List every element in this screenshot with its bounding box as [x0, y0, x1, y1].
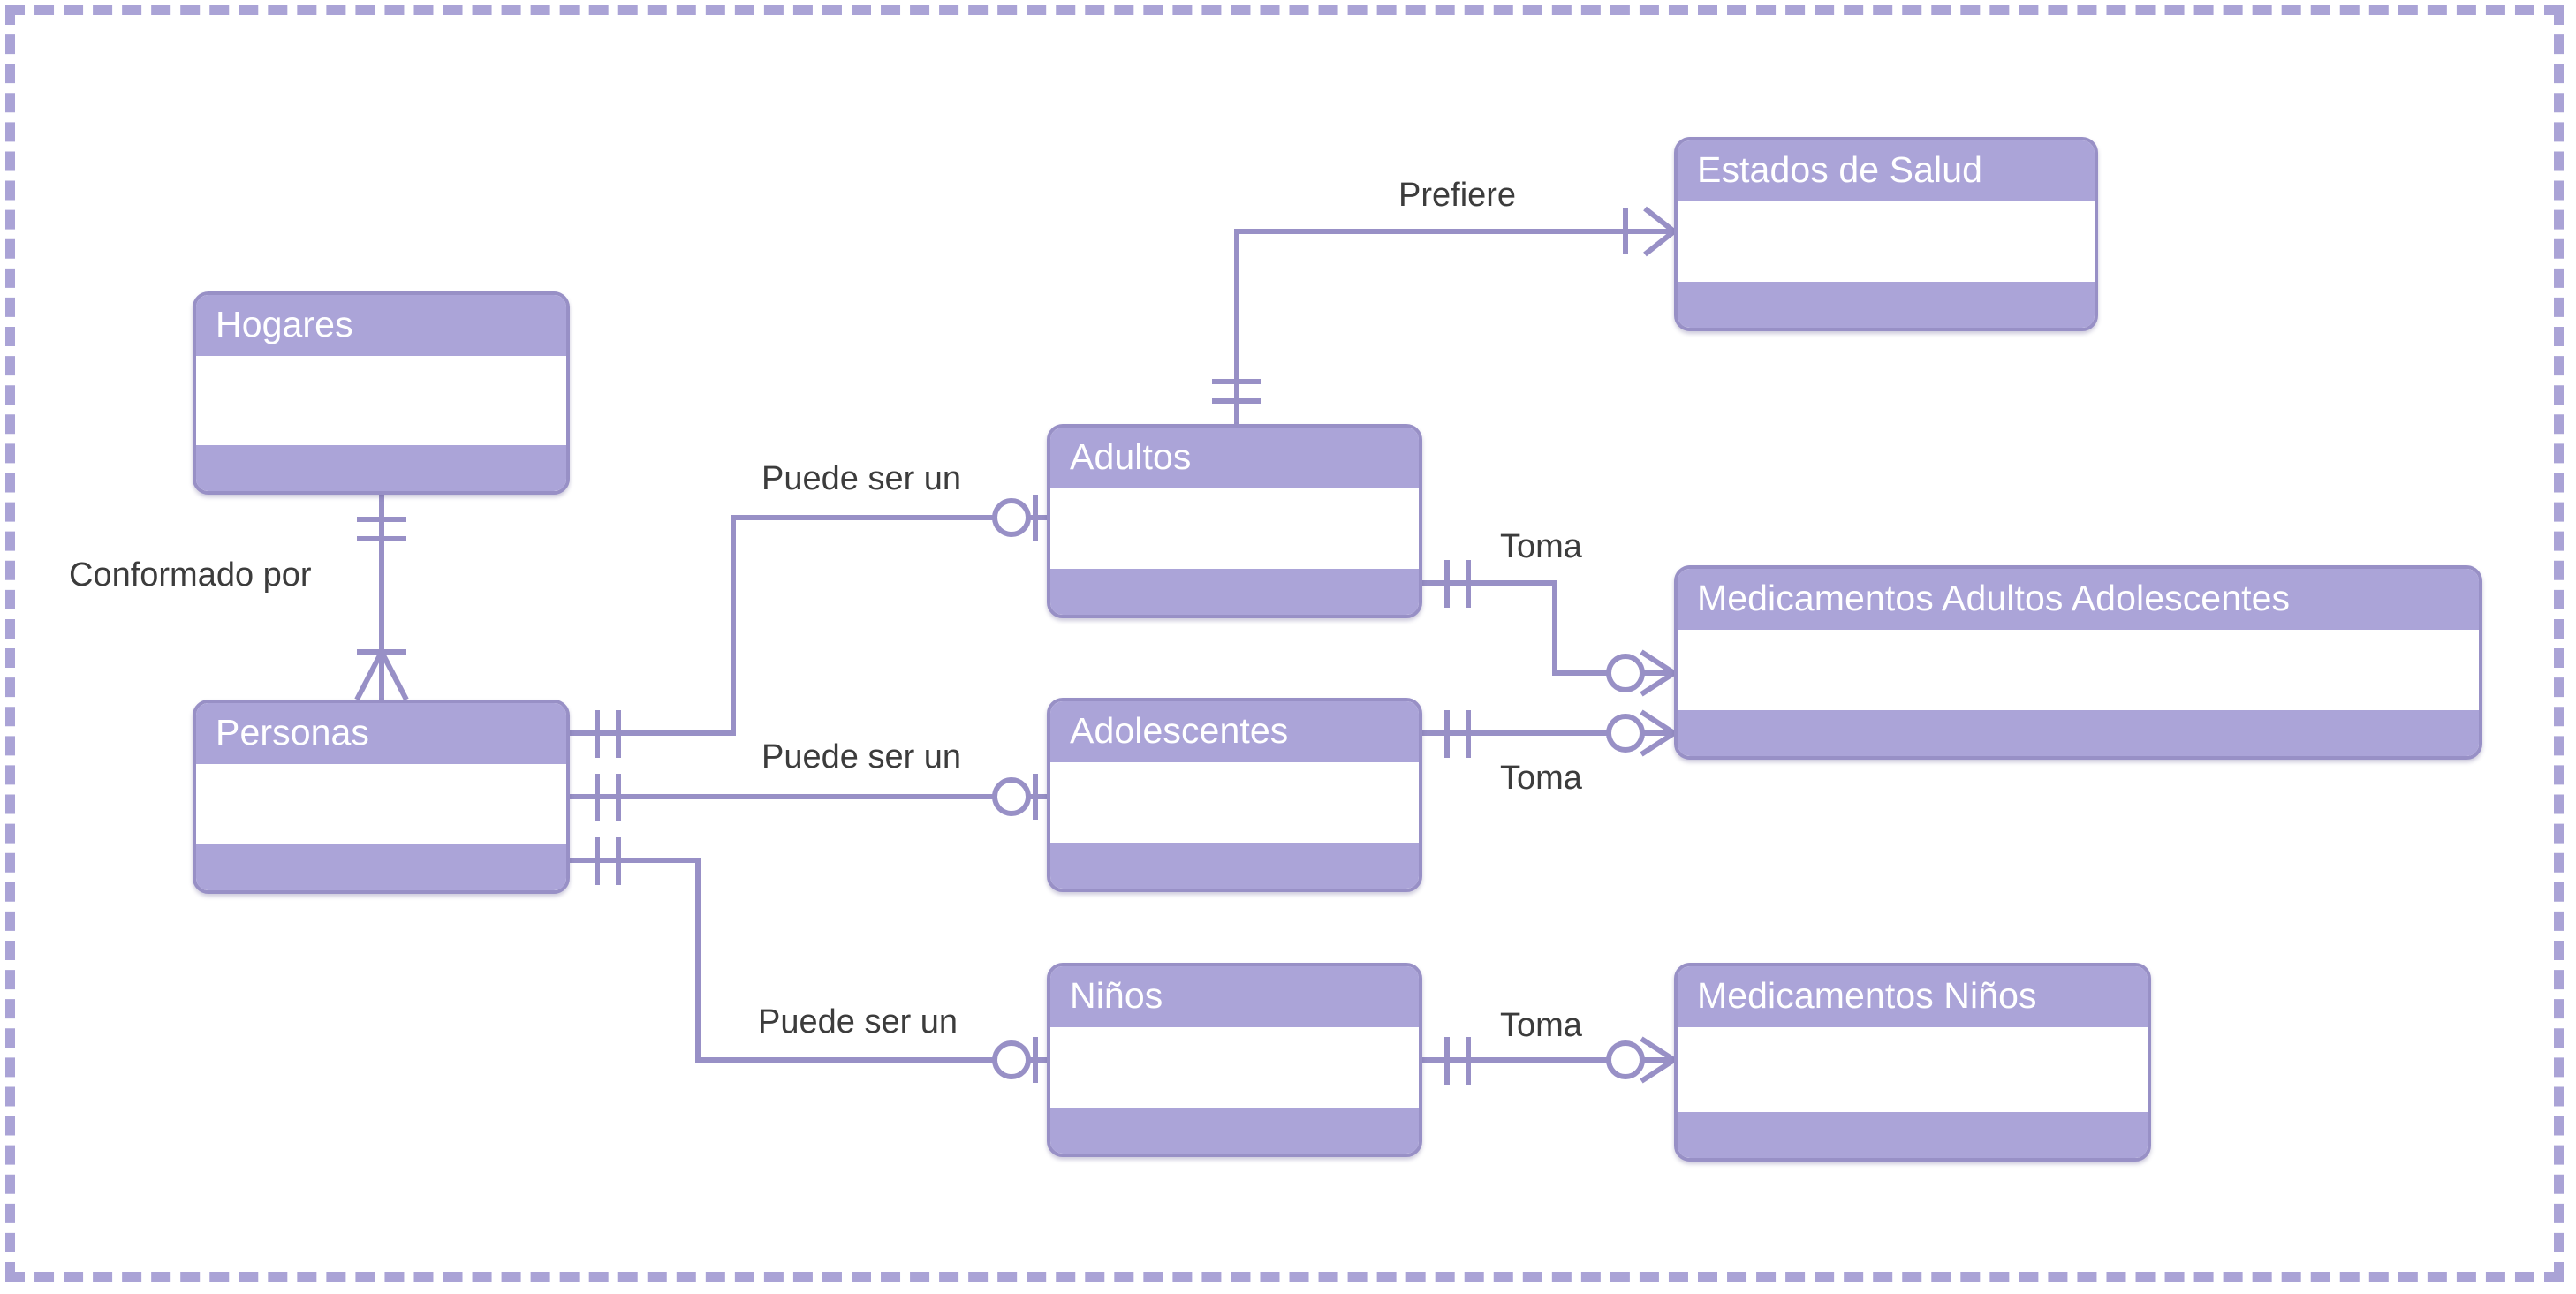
entity-attributes-adolescentes	[1050, 762, 1419, 843]
entity-footer-medicamentos-adultos-adolescentes	[1678, 710, 2479, 756]
entity-footer-medicamentos-ninos	[1678, 1112, 2148, 1158]
entity-adolescentes[interactable]: Adolescentes	[1047, 698, 1422, 892]
relationship-label-adolescente-toma-medicamento: Toma	[1500, 760, 1582, 797]
entity-attributes-adultos	[1050, 488, 1419, 569]
entity-title-adolescentes: Adolescentes	[1050, 701, 1419, 762]
entity-attributes-personas	[196, 764, 566, 844]
entity-title-ninos: Niños	[1050, 966, 1419, 1027]
entity-attributes-estados-de-salud	[1678, 201, 2095, 282]
entity-adultos[interactable]: Adultos	[1047, 424, 1422, 618]
entity-medicamentos-ninos[interactable]: Medicamentos Niños	[1674, 963, 2151, 1162]
entity-hogares[interactable]: Hogares	[193, 291, 570, 495]
entity-title-personas: Personas	[196, 703, 566, 764]
connector-adulto-prefiere-estado[interactable]	[1212, 206, 1676, 424]
entity-personas[interactable]: Personas	[193, 700, 570, 894]
relationship-label-adulto-toma-medicamento: Toma	[1500, 528, 1582, 565]
connector-persona-adulto[interactable]	[570, 495, 1047, 758]
entity-footer-hogares	[196, 445, 566, 491]
relationship-label-conformado-por: Conformado por	[69, 556, 312, 594]
connector-conformado-por[interactable]	[354, 495, 409, 701]
relationship-label-persona-adulto: Puede ser un	[761, 460, 962, 497]
entity-attributes-medicamentos-ninos	[1678, 1027, 2148, 1112]
connector-persona-nino[interactable]	[570, 837, 1047, 1083]
entity-title-estados-de-salud: Estados de Salud	[1678, 140, 2095, 201]
connector-persona-adolescente[interactable]	[570, 774, 1047, 821]
entity-attributes-medicamentos-adultos-adolescentes	[1678, 630, 2479, 710]
entity-footer-adultos	[1050, 569, 1419, 615]
entity-attributes-ninos	[1050, 1027, 1419, 1108]
connector-nino-toma-medicamento[interactable]	[1422, 1036, 1676, 1085]
entity-title-medicamentos-ninos: Medicamentos Niños	[1678, 966, 2148, 1027]
entity-title-medicamentos-adultos-adolescentes: Medicamentos Adultos Adolescentes	[1678, 569, 2479, 630]
canvas-dashed-border	[5, 5, 2564, 1282]
entity-attributes-hogares	[196, 356, 566, 445]
relationship-label-persona-adolescente: Puede ser un	[761, 738, 962, 776]
entity-ninos[interactable]: Niños	[1047, 963, 1422, 1157]
entity-footer-personas	[196, 844, 566, 890]
entity-title-hogares: Hogares	[196, 295, 566, 356]
entity-footer-estados-de-salud	[1678, 282, 2095, 328]
relationship-label-adulto-prefiere-estado: Prefiere	[1398, 177, 1517, 214]
entity-footer-ninos	[1050, 1108, 1419, 1154]
entity-estados-de-salud[interactable]: Estados de Salud	[1674, 137, 2098, 331]
entity-medicamentos-adultos-adolescentes[interactable]: Medicamentos Adultos Adolescentes	[1674, 565, 2482, 760]
relationship-label-persona-nino: Puede ser un	[758, 1003, 958, 1040]
connector-adolescente-toma-medicamento[interactable]	[1422, 709, 1676, 758]
connector-adulto-toma-medicamento[interactable]	[1422, 560, 1676, 697]
entity-title-adultos: Adultos	[1050, 428, 1419, 488]
entity-footer-adolescentes	[1050, 843, 1419, 889]
relationship-label-nino-toma-medicamento: Toma	[1500, 1007, 1582, 1044]
